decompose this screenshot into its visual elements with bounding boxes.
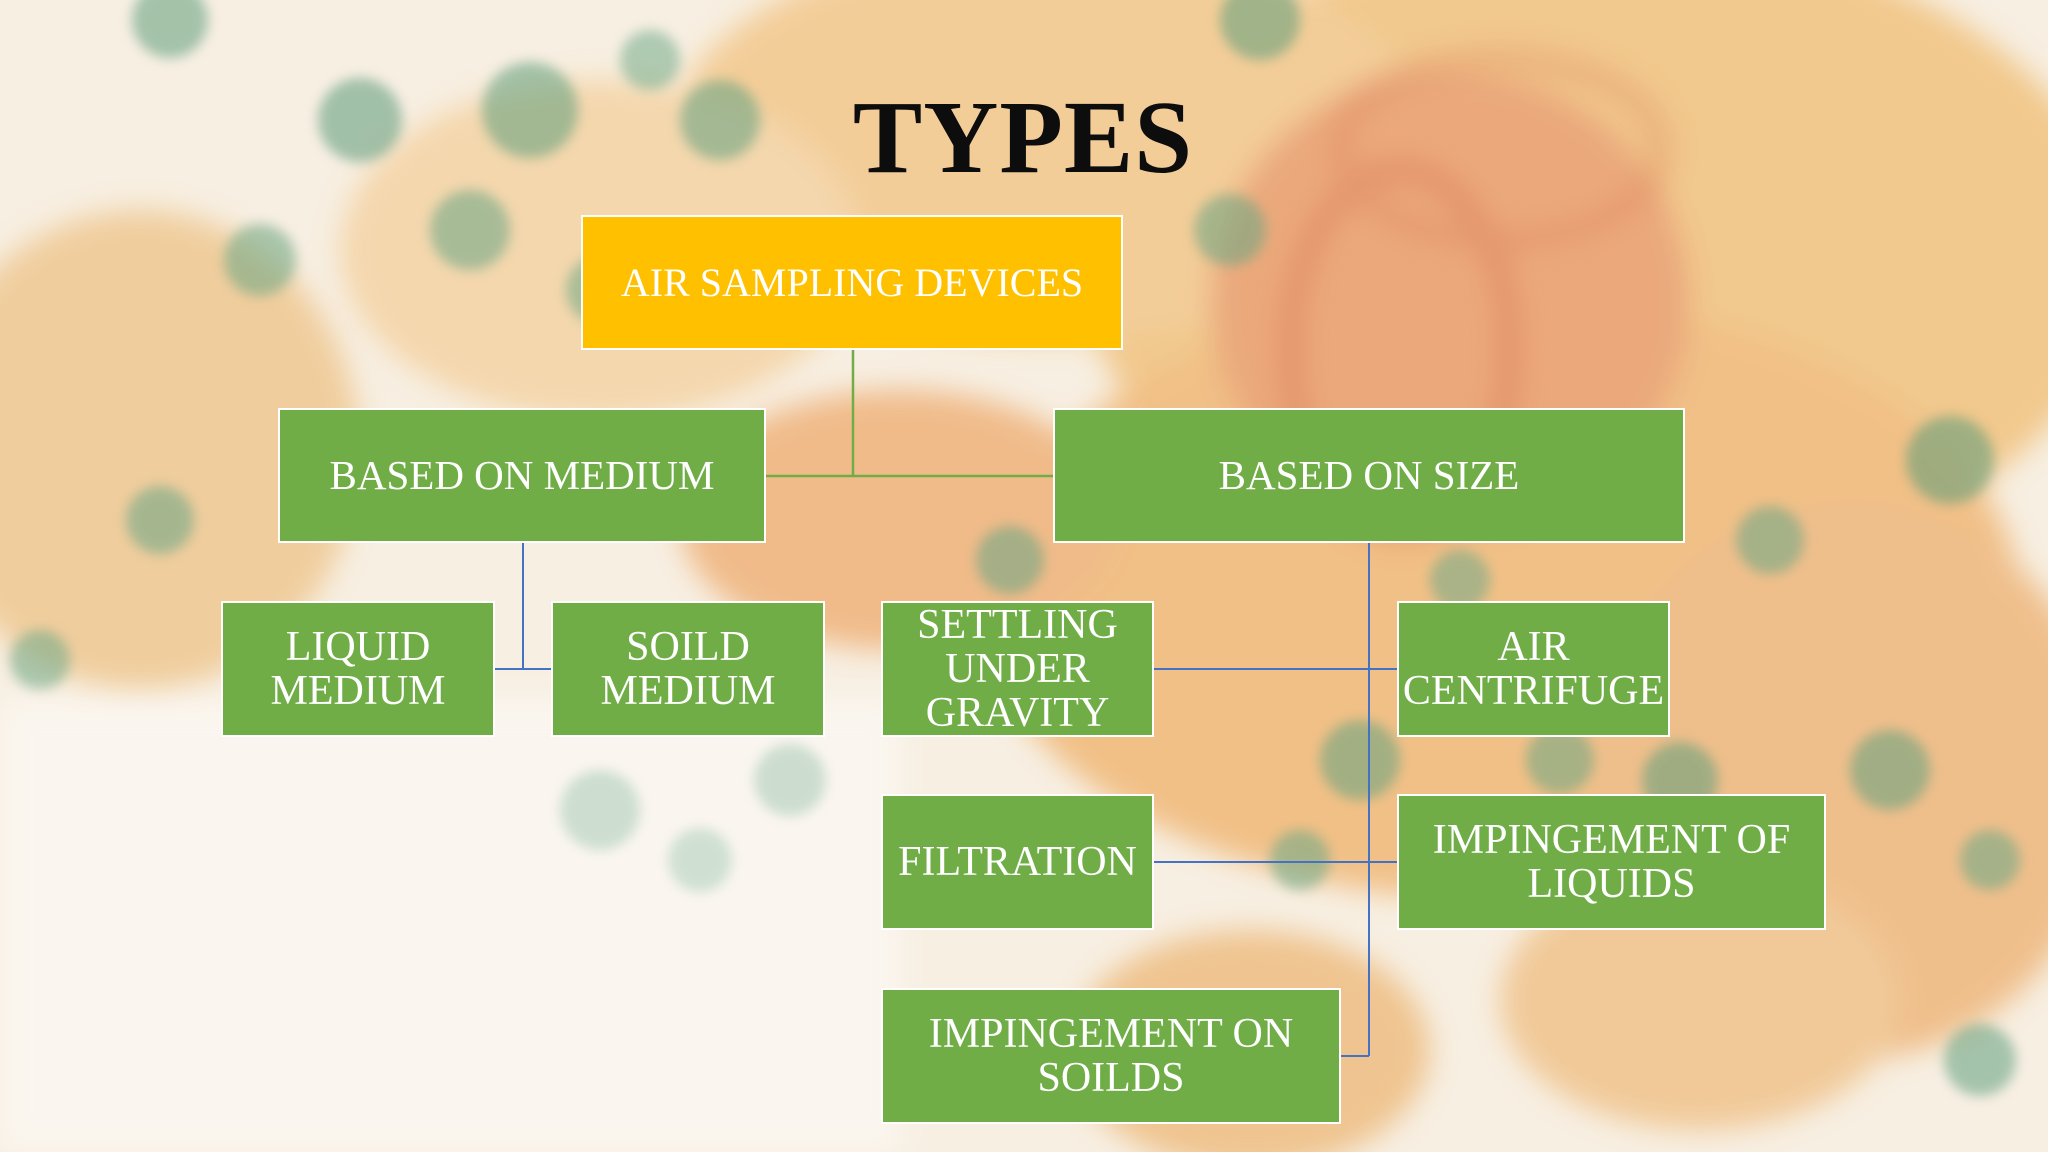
node-air-sampling-devices: AIR SAMPLING DEVICES [581,215,1123,350]
node-based-on-medium: BASED ON MEDIUM [278,408,766,543]
node-liquid-medium: LIQUID MEDIUM [221,601,495,737]
node-impingement-on-solids: IMPINGEMENT ON SOILDS [881,988,1341,1124]
node-solid-medium: SOILD MEDIUM [551,601,825,737]
page-title: TYPES [852,80,1194,195]
node-impingement-of-liquids: IMPINGEMENT OF LIQUIDS [1397,794,1826,930]
node-filtration: FILTRATION [881,794,1154,930]
node-settling-under-gravity: SETTLING UNDER GRAVITY [881,601,1154,737]
node-air-centrifuge: AIR CENTRIFUGE [1397,601,1670,737]
node-based-on-size: BASED ON SIZE [1053,408,1685,543]
